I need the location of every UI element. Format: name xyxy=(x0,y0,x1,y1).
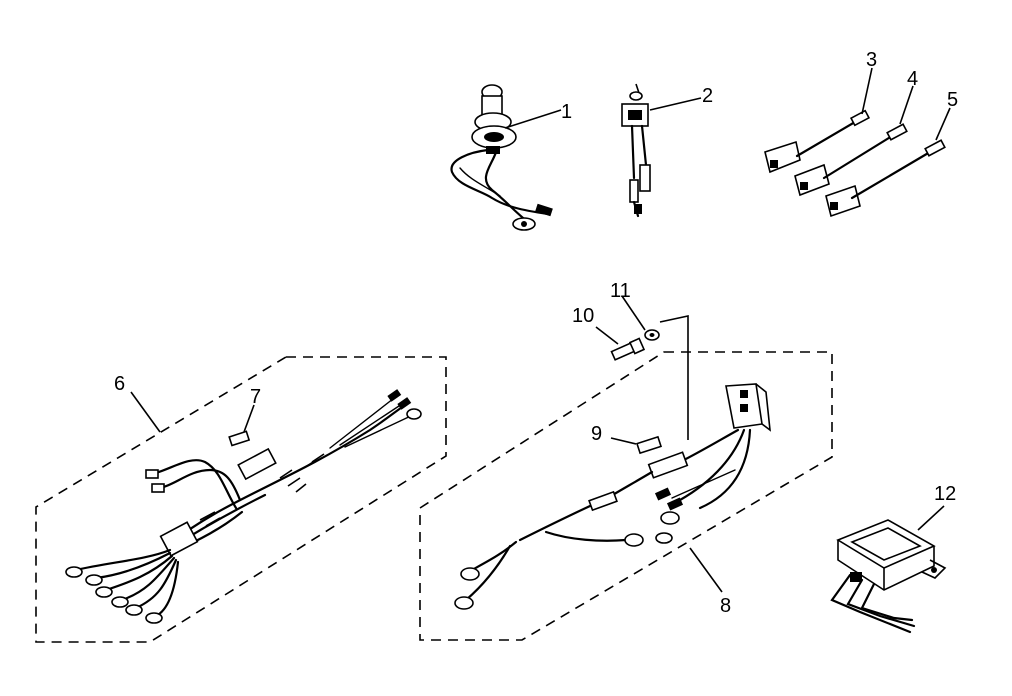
part-number-8: 8 xyxy=(720,595,731,617)
control-unit-part-12 xyxy=(830,519,947,634)
washer-part-11 xyxy=(644,329,660,341)
part-number-5: 5 xyxy=(947,89,958,111)
leader-lines xyxy=(130,67,951,593)
part-number-4: 4 xyxy=(907,68,918,90)
rectifier-harness xyxy=(454,383,771,610)
part-number-3: 3 xyxy=(866,49,877,71)
harness-group-box xyxy=(35,356,447,643)
part-number-12: 12 xyxy=(934,483,956,505)
stop-switch-assembly xyxy=(621,83,651,218)
part-number-11: 11 xyxy=(610,280,631,302)
fuse-part-9 xyxy=(635,435,663,455)
connector-leads-3-4-5 xyxy=(764,109,946,218)
wire-harness xyxy=(65,389,422,624)
fuse-part-7 xyxy=(228,430,251,447)
part-number-2: 2 xyxy=(702,85,713,107)
part-number-9: 9 xyxy=(591,423,602,445)
rectifier-group-box xyxy=(419,351,833,641)
part-number-6: 6 xyxy=(114,373,125,395)
bolt-part-10 xyxy=(610,337,646,361)
main-switch-assembly xyxy=(450,84,553,231)
part-number-10: 10 xyxy=(572,305,594,327)
part-number-1: 1 xyxy=(561,101,572,123)
part-number-7: 7 xyxy=(250,386,261,408)
